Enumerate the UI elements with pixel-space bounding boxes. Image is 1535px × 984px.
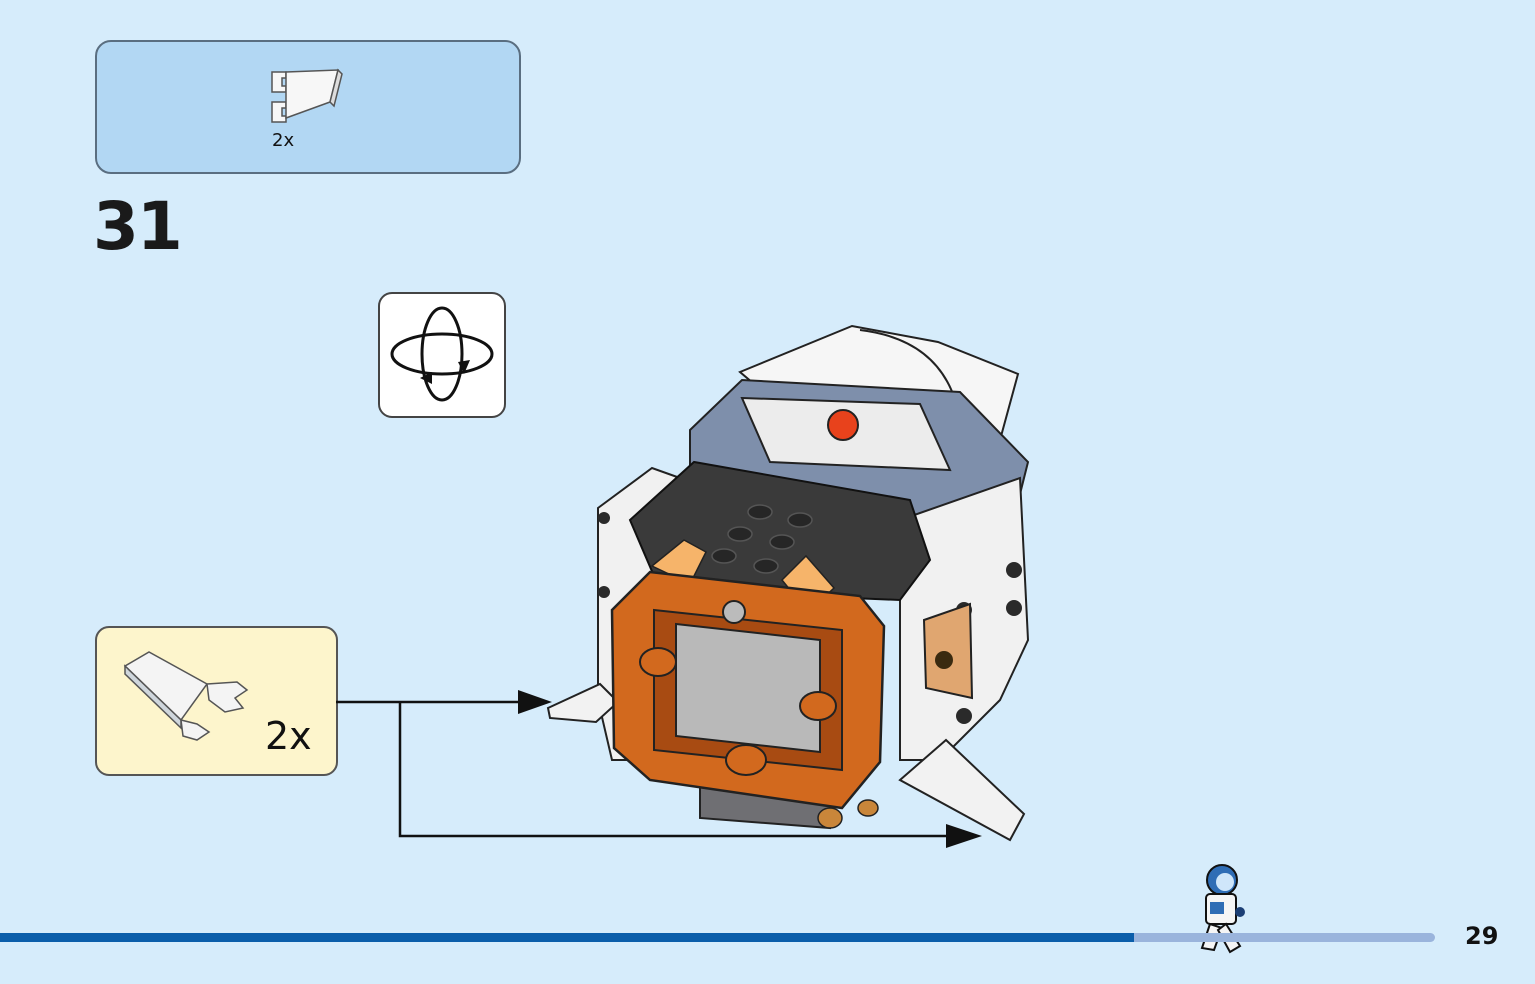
arrow-head-upper — [518, 690, 552, 714]
rotate-model-icon — [390, 306, 494, 402]
rotate-model-box — [378, 292, 506, 418]
page-number: 29 — [1465, 922, 1499, 950]
subassembly-quantity: 2x — [265, 714, 312, 758]
subassembly-callout: 2x — [95, 626, 338, 776]
callout-quantity: 2x — [272, 130, 295, 151]
placement-arrows — [336, 700, 950, 838]
flag-clip-subassembly-icon — [123, 651, 249, 741]
flag-clip-part-icon — [271, 68, 343, 123]
step-number: 31 — [93, 188, 183, 265]
progress-fill — [0, 933, 1134, 942]
arrow-head-lower — [946, 824, 982, 848]
parts-callout: 2x — [95, 40, 521, 174]
